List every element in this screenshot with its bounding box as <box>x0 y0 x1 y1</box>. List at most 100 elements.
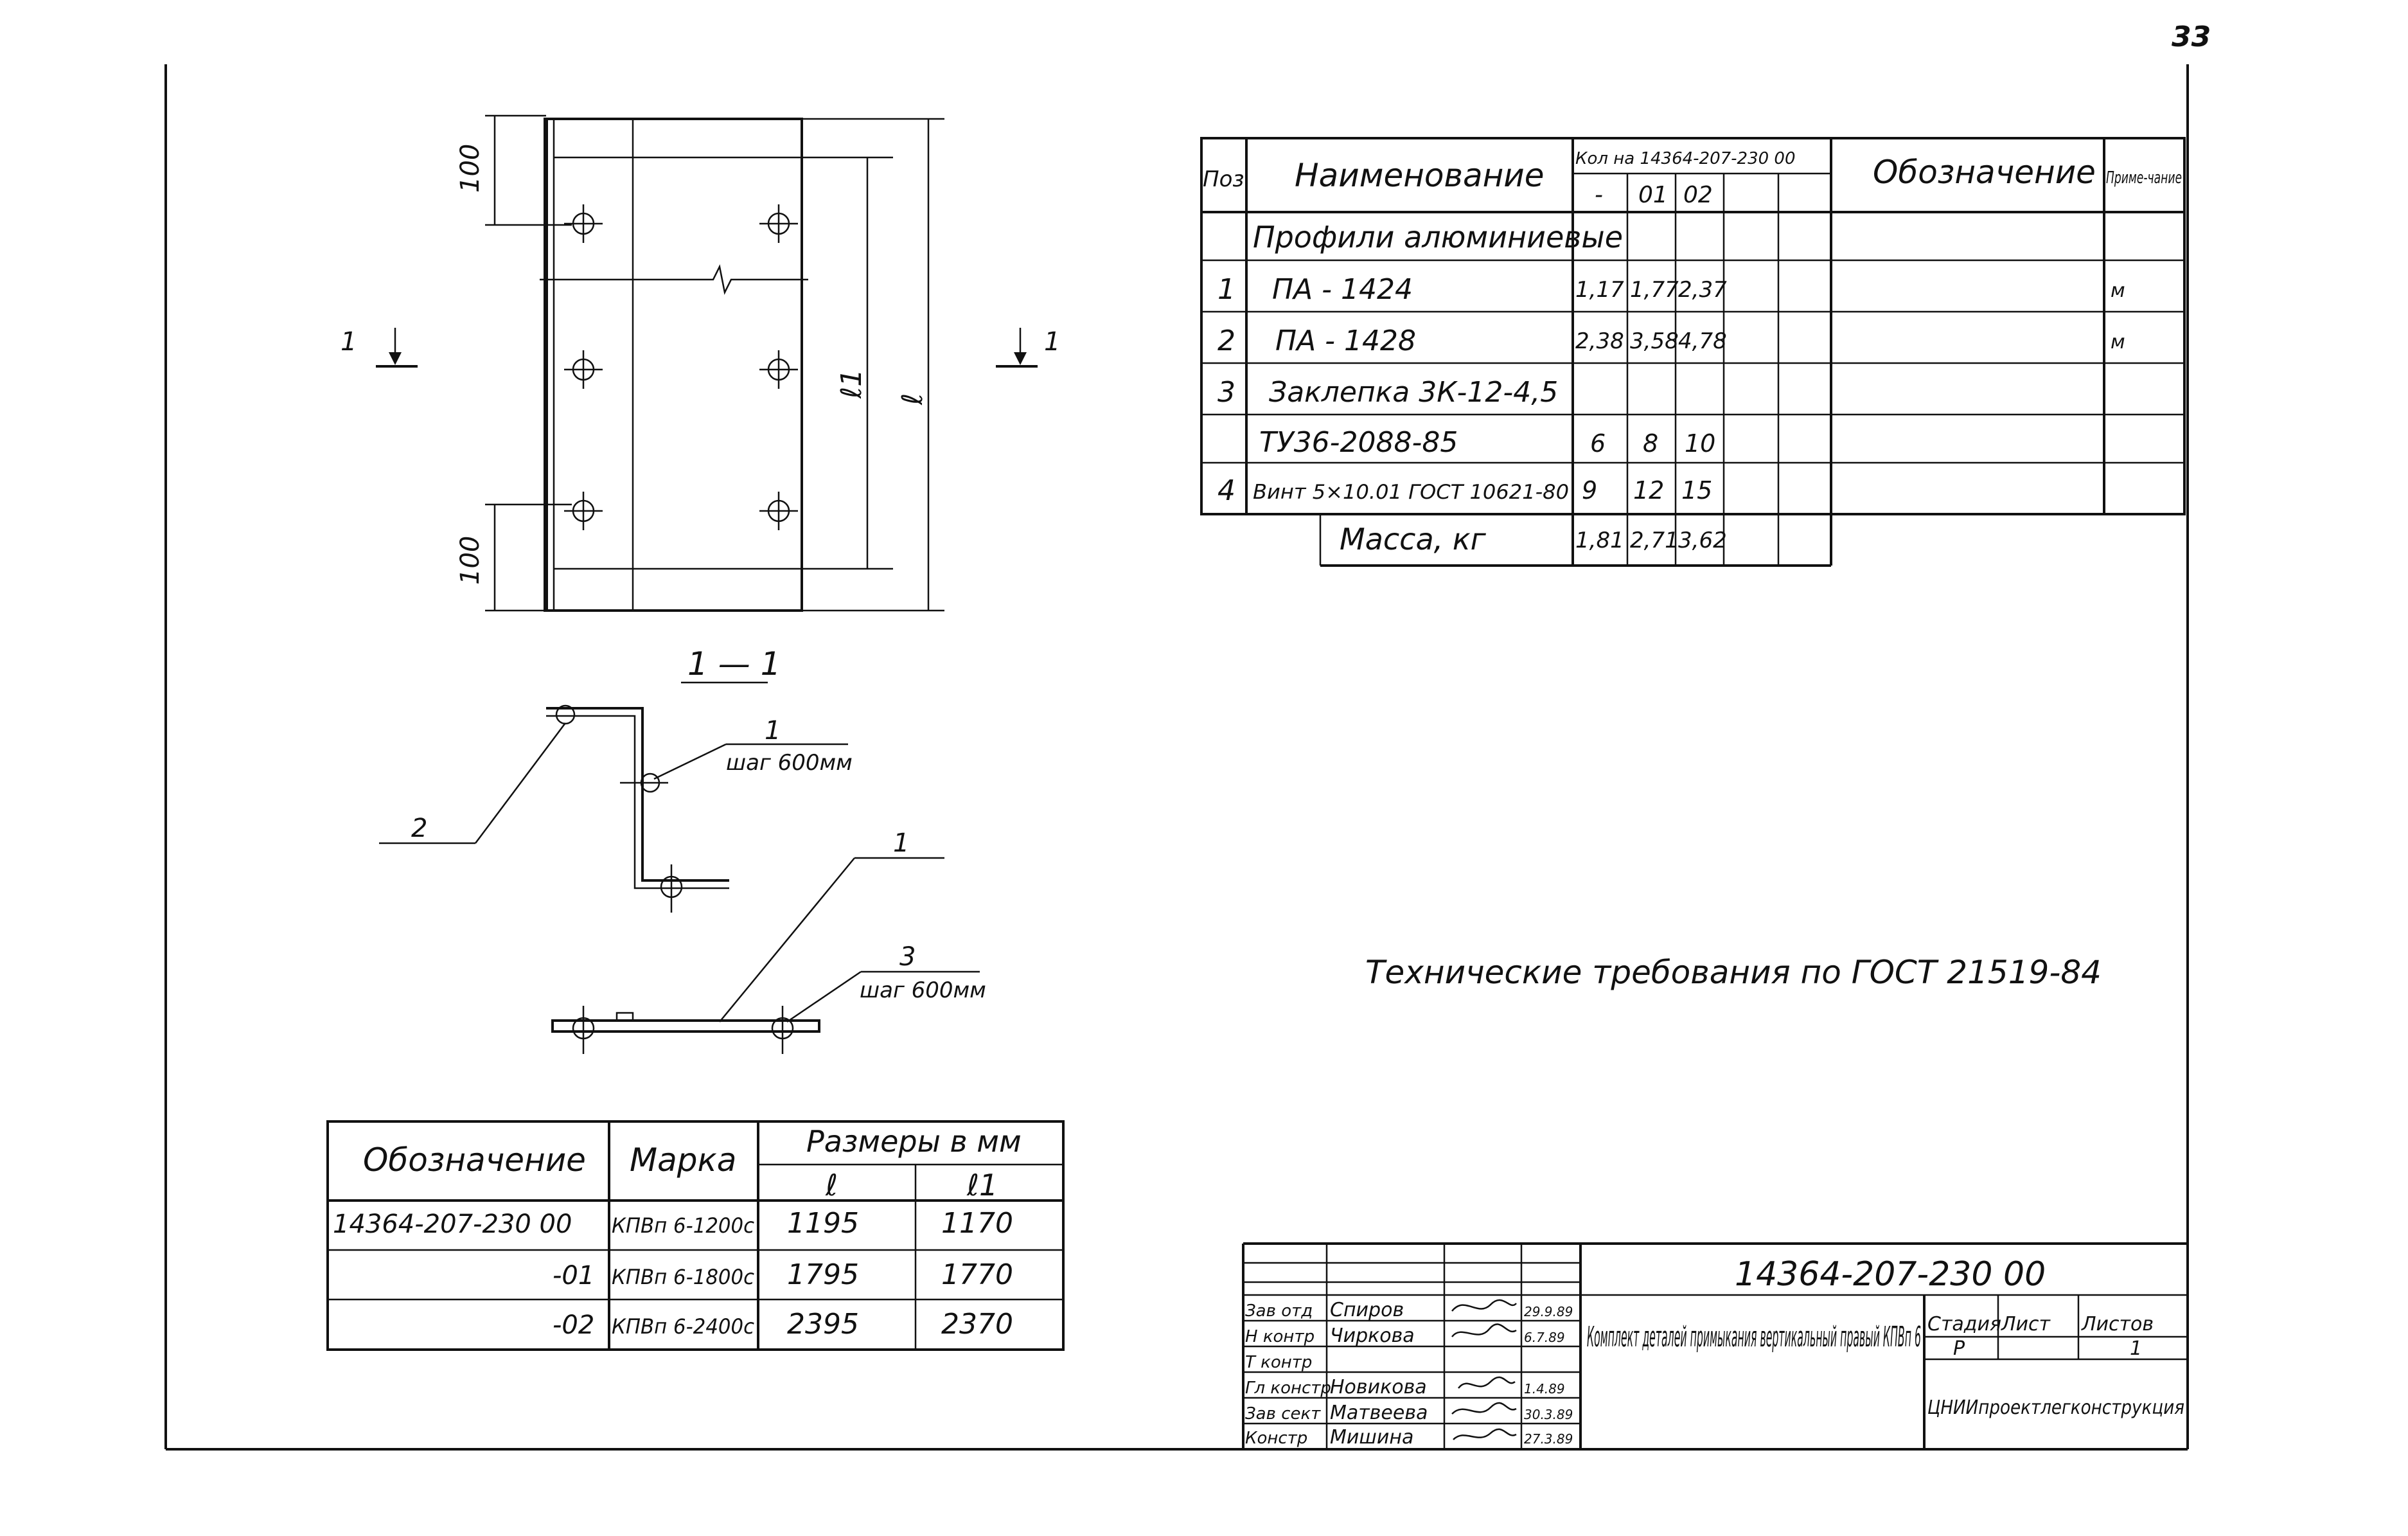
spec-row-1-q1: 1,77 <box>1630 277 1679 303</box>
dim-top-100: 100 <box>456 144 485 193</box>
sig-date-4: 30.3.89 <box>1524 1407 1573 1422</box>
spec-mass-1: 2,71 <box>1630 528 1679 553</box>
tb-sheets: 1 <box>2130 1337 2142 1360</box>
dims-row-2-l1: 2370 <box>941 1308 1013 1341</box>
spec-row-2-note: м <box>2111 331 2125 353</box>
dims-row-2-designation: -02 <box>553 1310 594 1340</box>
spec-row-5-q0: 9 <box>1582 476 1597 505</box>
dims-row-1-mark: КПВп 6-1800с <box>612 1265 754 1289</box>
section-mark-right: 1 <box>996 327 1060 368</box>
spec-row-4-q0: 6 <box>1590 429 1606 458</box>
spec-row-4-q2: 10 <box>1685 429 1715 458</box>
dims-hdr-designation: Обозначение <box>363 1141 586 1179</box>
callout-1-note: шаг 600мм <box>726 750 853 776</box>
tb-stage-label: Стадия <box>1927 1313 2001 1335</box>
dims-row-0-l1: 1170 <box>941 1207 1013 1240</box>
hdr-qty: Кол на 14364-207-230 00 <box>1575 149 1796 168</box>
svg-text:1: 1 <box>1044 327 1060 357</box>
spec-row-2-q0: 2,38 <box>1575 328 1624 354</box>
spec-row-5-q1: 12 <box>1633 476 1664 505</box>
sig-role-0: Зав отд <box>1245 1301 1313 1321</box>
spec-mass-0: 1,81 <box>1575 528 1624 553</box>
sig-name-5: Мишина <box>1330 1426 1413 1449</box>
sig-date-3: 1.4.89 <box>1524 1381 1565 1397</box>
tb-doc-number: 14364-207-230 00 <box>1735 1255 2046 1294</box>
spec-row-1-pos: 1 <box>1217 273 1235 306</box>
z-profile <box>546 707 729 882</box>
spec-row-1-name: ПА - 1424 <box>1272 273 1413 306</box>
hole-marks <box>564 204 798 530</box>
dims-hdr-sizes: Размеры в мм <box>806 1124 1022 1159</box>
sig-role-5: Констр <box>1245 1429 1307 1448</box>
spec-mass-label: Масса, кг <box>1340 522 1487 557</box>
hdr-qty-1: 01 <box>1638 182 1668 208</box>
dims-row-0-mark: КПВп 6-1200с <box>612 1213 754 1238</box>
dims-hdr-l: ℓ <box>825 1168 838 1202</box>
break-line <box>540 264 808 295</box>
spec-row-3-name: Заклепка 3К-12-4,5 <box>1269 376 1558 409</box>
section-title: 1 — 1 <box>687 645 781 683</box>
sig-role-4: Зав сект <box>1245 1404 1321 1424</box>
sig-date-1: 6.7.89 <box>1524 1330 1565 1345</box>
plan-view: 100 100 ℓ1 ℓ 1 1 <box>341 114 1060 612</box>
dims-row-1-l: 1795 <box>787 1258 859 1291</box>
spec-row-1-q0: 1,17 <box>1575 277 1624 303</box>
hdr-note: Приме-чание <box>2106 168 2182 188</box>
spec-row-2-q2: 4,78 <box>1678 328 1727 354</box>
svg-text:1: 1 <box>341 327 357 357</box>
section-mark-left: 1 <box>341 327 418 368</box>
tb-sheets-label: Листов <box>2081 1313 2154 1335</box>
dims-row-1-l1: 1770 <box>941 1258 1013 1291</box>
hdr-name: Наименование <box>1295 157 1545 194</box>
flat-profile <box>551 1019 820 1033</box>
sig-name-4: Матвеева <box>1330 1402 1428 1424</box>
callout-3-label: 1 <box>893 828 909 858</box>
hdr-pos: Поз <box>1203 166 1244 192</box>
callout-4-note: шаг 600мм <box>860 978 986 1003</box>
sig-date-0: 29.9.89 <box>1524 1304 1573 1319</box>
spec-row-0-name: Профили алюминиевые <box>1253 220 1623 255</box>
dims-row-0-l: 1195 <box>787 1207 859 1240</box>
spec-row-2-q1: 3,58 <box>1630 328 1679 354</box>
sig-name-1: Чиркова <box>1330 1325 1415 1347</box>
hdr-qty-0: - <box>1595 182 1603 208</box>
callout-1-label: 1 <box>765 716 781 746</box>
spec-row-3-pos: 3 <box>1217 376 1235 409</box>
dims-row-0-designation: 14364-207-230 00 <box>333 1210 572 1239</box>
sig-name-3: Новикова <box>1330 1376 1427 1398</box>
dims-hdr-mark: Марка <box>630 1141 736 1179</box>
dims-row-2-mark: КПВп 6-2400с <box>612 1314 754 1339</box>
spec-table: Поз Наименование Кол на 14364-207-230 00… <box>1200 137 2186 567</box>
sig-role-2: Т контр <box>1245 1353 1312 1372</box>
tb-sheet-label: Лист <box>2001 1313 2051 1335</box>
spec-mass-2: 3,62 <box>1678 528 1727 553</box>
tech-requirements: Технические требования по ГОСТ 21519-84 <box>1365 954 2102 991</box>
callout-2-label: 2 <box>411 814 427 843</box>
spec-row-4-name: ТУ36-2088-85 <box>1259 426 1458 459</box>
sig-date-5: 27.3.89 <box>1524 1431 1573 1447</box>
page-number: 33 <box>2172 21 2211 53</box>
callout-4-label: 3 <box>899 942 916 972</box>
signature-marks <box>1451 1299 1517 1440</box>
tb-title: Комплект деталей примыкания вертикальный… <box>1587 1321 1921 1353</box>
dim-l1: ℓ1 <box>835 369 868 399</box>
dims-row-2-l: 2395 <box>787 1308 859 1341</box>
spec-row-2-name: ПА - 1428 <box>1275 325 1416 357</box>
dims-table: Обозначение Марка Размеры в мм ℓ ℓ1 1436… <box>326 1120 1065 1351</box>
spec-row-5-q2: 15 <box>1681 476 1712 505</box>
spec-row-1-note: м <box>2111 280 2125 302</box>
hdr-designation: Обозначение <box>1873 154 2096 191</box>
bottom-profile-view: 1 3 шаг 600мм <box>551 828 986 1054</box>
tb-organization: ЦНИИпроектлегконструкция <box>1927 1397 2184 1419</box>
spec-row-4-q1: 8 <box>1643 429 1658 458</box>
spec-row-5-pos: 4 <box>1217 474 1235 507</box>
hdr-qty-2: 02 <box>1683 182 1713 208</box>
dim-bottom-100: 100 <box>456 536 485 585</box>
tb-title-text: Комплект деталей примыкания вертикальный… <box>1587 1321 1921 1353</box>
dims-row-1-designation: -01 <box>553 1261 594 1290</box>
sig-role-1: Н контр <box>1245 1327 1315 1346</box>
spec-row-5-name: Винт 5×10.01 ГОСТ 10621-80 <box>1253 481 1569 504</box>
tb-stage: Р <box>1953 1337 1965 1360</box>
sig-name-0: Спиров <box>1330 1299 1404 1321</box>
